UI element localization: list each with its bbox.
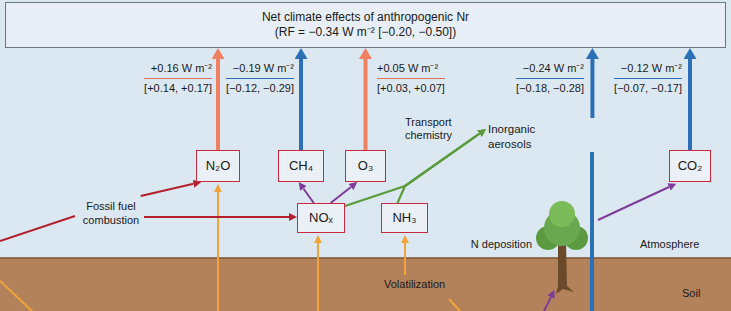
flow-arrow <box>590 59 594 118</box>
gas-box: CO₂ <box>669 150 711 182</box>
flow-arrow <box>144 216 289 218</box>
value-rule <box>516 78 584 79</box>
deposition-line <box>590 152 594 311</box>
gas-box: N₂O <box>196 150 240 182</box>
uptake-arrow <box>598 187 669 220</box>
aerosol-node: Inorganic aerosols <box>486 118 598 155</box>
node-text: NOₓ <box>309 210 333 226</box>
forcing-value: −0.19 W m⁻² <box>233 62 294 75</box>
flow-arrow <box>688 59 692 150</box>
flow-arrow <box>397 134 479 203</box>
process-label: Volatilization <box>384 278 445 291</box>
forcing-range: [+0.03, +0.07] <box>377 82 445 95</box>
tree <box>536 201 588 294</box>
gas-box: NOₓ <box>297 203 345 233</box>
input-line <box>0 281 32 311</box>
region-label: Atmosphere <box>640 238 699 251</box>
input-line <box>449 299 460 311</box>
forcing-range: [−0.07, −0.17] <box>614 82 682 95</box>
source-node: Fossil fuel combustion <box>78 196 144 231</box>
flow-arrow <box>364 59 368 150</box>
forcing-value: −0.24 W m⁻² <box>523 62 584 75</box>
node-text: CO₂ <box>678 158 703 174</box>
process-label: Transport chemistry <box>405 116 465 142</box>
emission-arrow <box>317 243 319 311</box>
node-text: O₃ <box>358 158 373 174</box>
forcing-range: [−0.18, −0.28] <box>516 82 584 95</box>
value-rule <box>226 78 294 79</box>
tree-canopy <box>549 201 575 227</box>
flow-arrow <box>216 59 220 150</box>
value-rule <box>144 78 212 79</box>
flow-arrow <box>331 187 351 203</box>
summary-box: Net climate effects of anthropogenic Nr(… <box>5 2 726 48</box>
forcing-value: −0.12 W m⁻² <box>621 62 682 75</box>
gas-box: O₃ <box>345 150 386 182</box>
flow-arrow <box>299 59 303 150</box>
gas-box: CH₄ <box>278 150 324 182</box>
value-rule <box>377 78 445 79</box>
node-text: (RF = −0.34 W m⁻² [−0.20, −0.50]) <box>275 25 456 40</box>
emission-arrow <box>217 192 219 311</box>
node-text: Inorganic aerosols <box>488 122 548 150</box>
region-label: Soil <box>682 287 700 300</box>
input-line <box>0 216 75 241</box>
ground-line <box>0 257 731 259</box>
node-text: NH₃ <box>392 210 416 226</box>
forcing-range: [+0.14, +0.17] <box>144 82 212 95</box>
flow-arrow <box>141 184 194 196</box>
node-text: N₂O <box>206 158 231 174</box>
node-text: Net climate effects of anthropogenic Nr <box>262 10 469 25</box>
uptake-arrow <box>544 297 551 311</box>
node-text: Fossil fuel combustion <box>81 200 141 227</box>
forcing-value: +0.16 W m⁻² <box>151 62 212 75</box>
emission-arrow <box>404 243 406 275</box>
node-text: CH₄ <box>289 158 313 174</box>
process-label: N deposition <box>471 238 532 251</box>
flow-arrow <box>303 188 313 203</box>
forcing-range: [−0.12, −0.29] <box>226 82 294 95</box>
soil-band <box>0 258 731 311</box>
forcing-value: +0.05 W m⁻² <box>377 62 438 75</box>
value-rule <box>614 78 682 79</box>
gas-box: NH₃ <box>381 203 428 233</box>
